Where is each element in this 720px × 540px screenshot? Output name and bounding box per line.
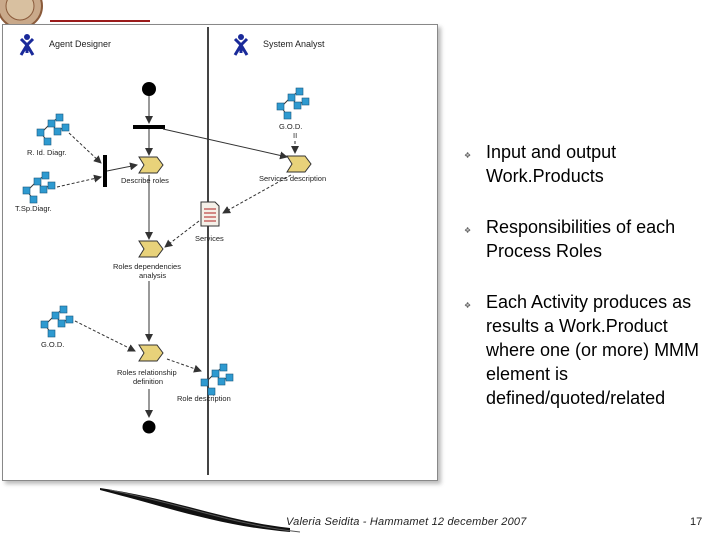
activity-services-description-shape (286, 155, 312, 173)
workproduct-god-suffix: II (293, 131, 297, 140)
lane-label-system-analyst: System Analyst (263, 39, 325, 49)
lane-label-agent-designer: Agent Designer (49, 39, 111, 49)
bullet-icon: ❖ (464, 301, 472, 310)
workproduct-tsp-diagr-label: T.Sp.Diagr. (15, 204, 52, 213)
header-accent-line (50, 20, 150, 22)
start-node (142, 82, 156, 96)
network-diagram-icon (276, 87, 310, 120)
bullet-text: Each Activity produces as results a Work… (486, 292, 700, 408)
activity-diagram-canvas: Agent Designer System Analyst Describe r… (15, 27, 326, 475)
activity-roles-relationship-label: Roles relationship (117, 368, 177, 377)
workproduct-rid-diagr-label: R. Id. Diagr. (27, 148, 67, 157)
bullet-item: ❖ Each Activity produces as results a Wo… (462, 290, 712, 410)
activity-roles-dependencies-shape (138, 240, 164, 258)
activity-describe-roles-shape (138, 156, 164, 174)
end-node (142, 420, 156, 434)
document-icon (200, 201, 220, 227)
network-diagram-icon (200, 363, 234, 396)
network-diagram-icon (36, 113, 70, 146)
footer-swoosh-decoration (100, 488, 301, 533)
fork-bar (133, 125, 165, 129)
page-number: 17 (690, 516, 703, 528)
workproduct-role-description-label: Role description (177, 394, 231, 403)
bullet-icon: ❖ (464, 151, 472, 160)
workproduct-god-lower-label: G.O.D. (41, 340, 64, 349)
workproduct-god-label: G.O.D. (279, 122, 302, 131)
activity-diagram: Agent Designer System Analyst Describe r… (2, 24, 438, 481)
bullet-item: ❖ Input and output Work.Products (462, 140, 712, 188)
workproduct-services-label: Services (195, 234, 224, 243)
bullet-item: ❖ Responsibilities of each Process Roles (462, 215, 712, 263)
footer-text: Valeria Seidita - Hammamet 12 december 2… (286, 516, 527, 528)
activity-roles-dependencies-label: Roles dependencies (113, 262, 181, 271)
bullet-text: Input and output Work.Products (486, 142, 617, 186)
activity-roles-relationship-label-2: definition (133, 377, 163, 386)
bullet-list: ❖ Input and output Work.Products ❖ Respo… (462, 140, 712, 437)
bullet-text: Responsibilities of each Process Roles (486, 217, 676, 261)
actor-icon (19, 34, 35, 56)
network-diagram-icon (40, 305, 74, 338)
join-bar (103, 155, 107, 187)
network-diagram-icon (22, 171, 56, 204)
actor-icon (233, 34, 249, 56)
activity-roles-dependencies-label-2: analysis (139, 271, 166, 280)
bullet-icon: ❖ (464, 226, 472, 235)
activity-services-description-label: Services description (259, 174, 326, 183)
activity-roles-relationship-shape (138, 344, 164, 362)
activity-describe-roles-label: Describe roles (121, 176, 169, 185)
